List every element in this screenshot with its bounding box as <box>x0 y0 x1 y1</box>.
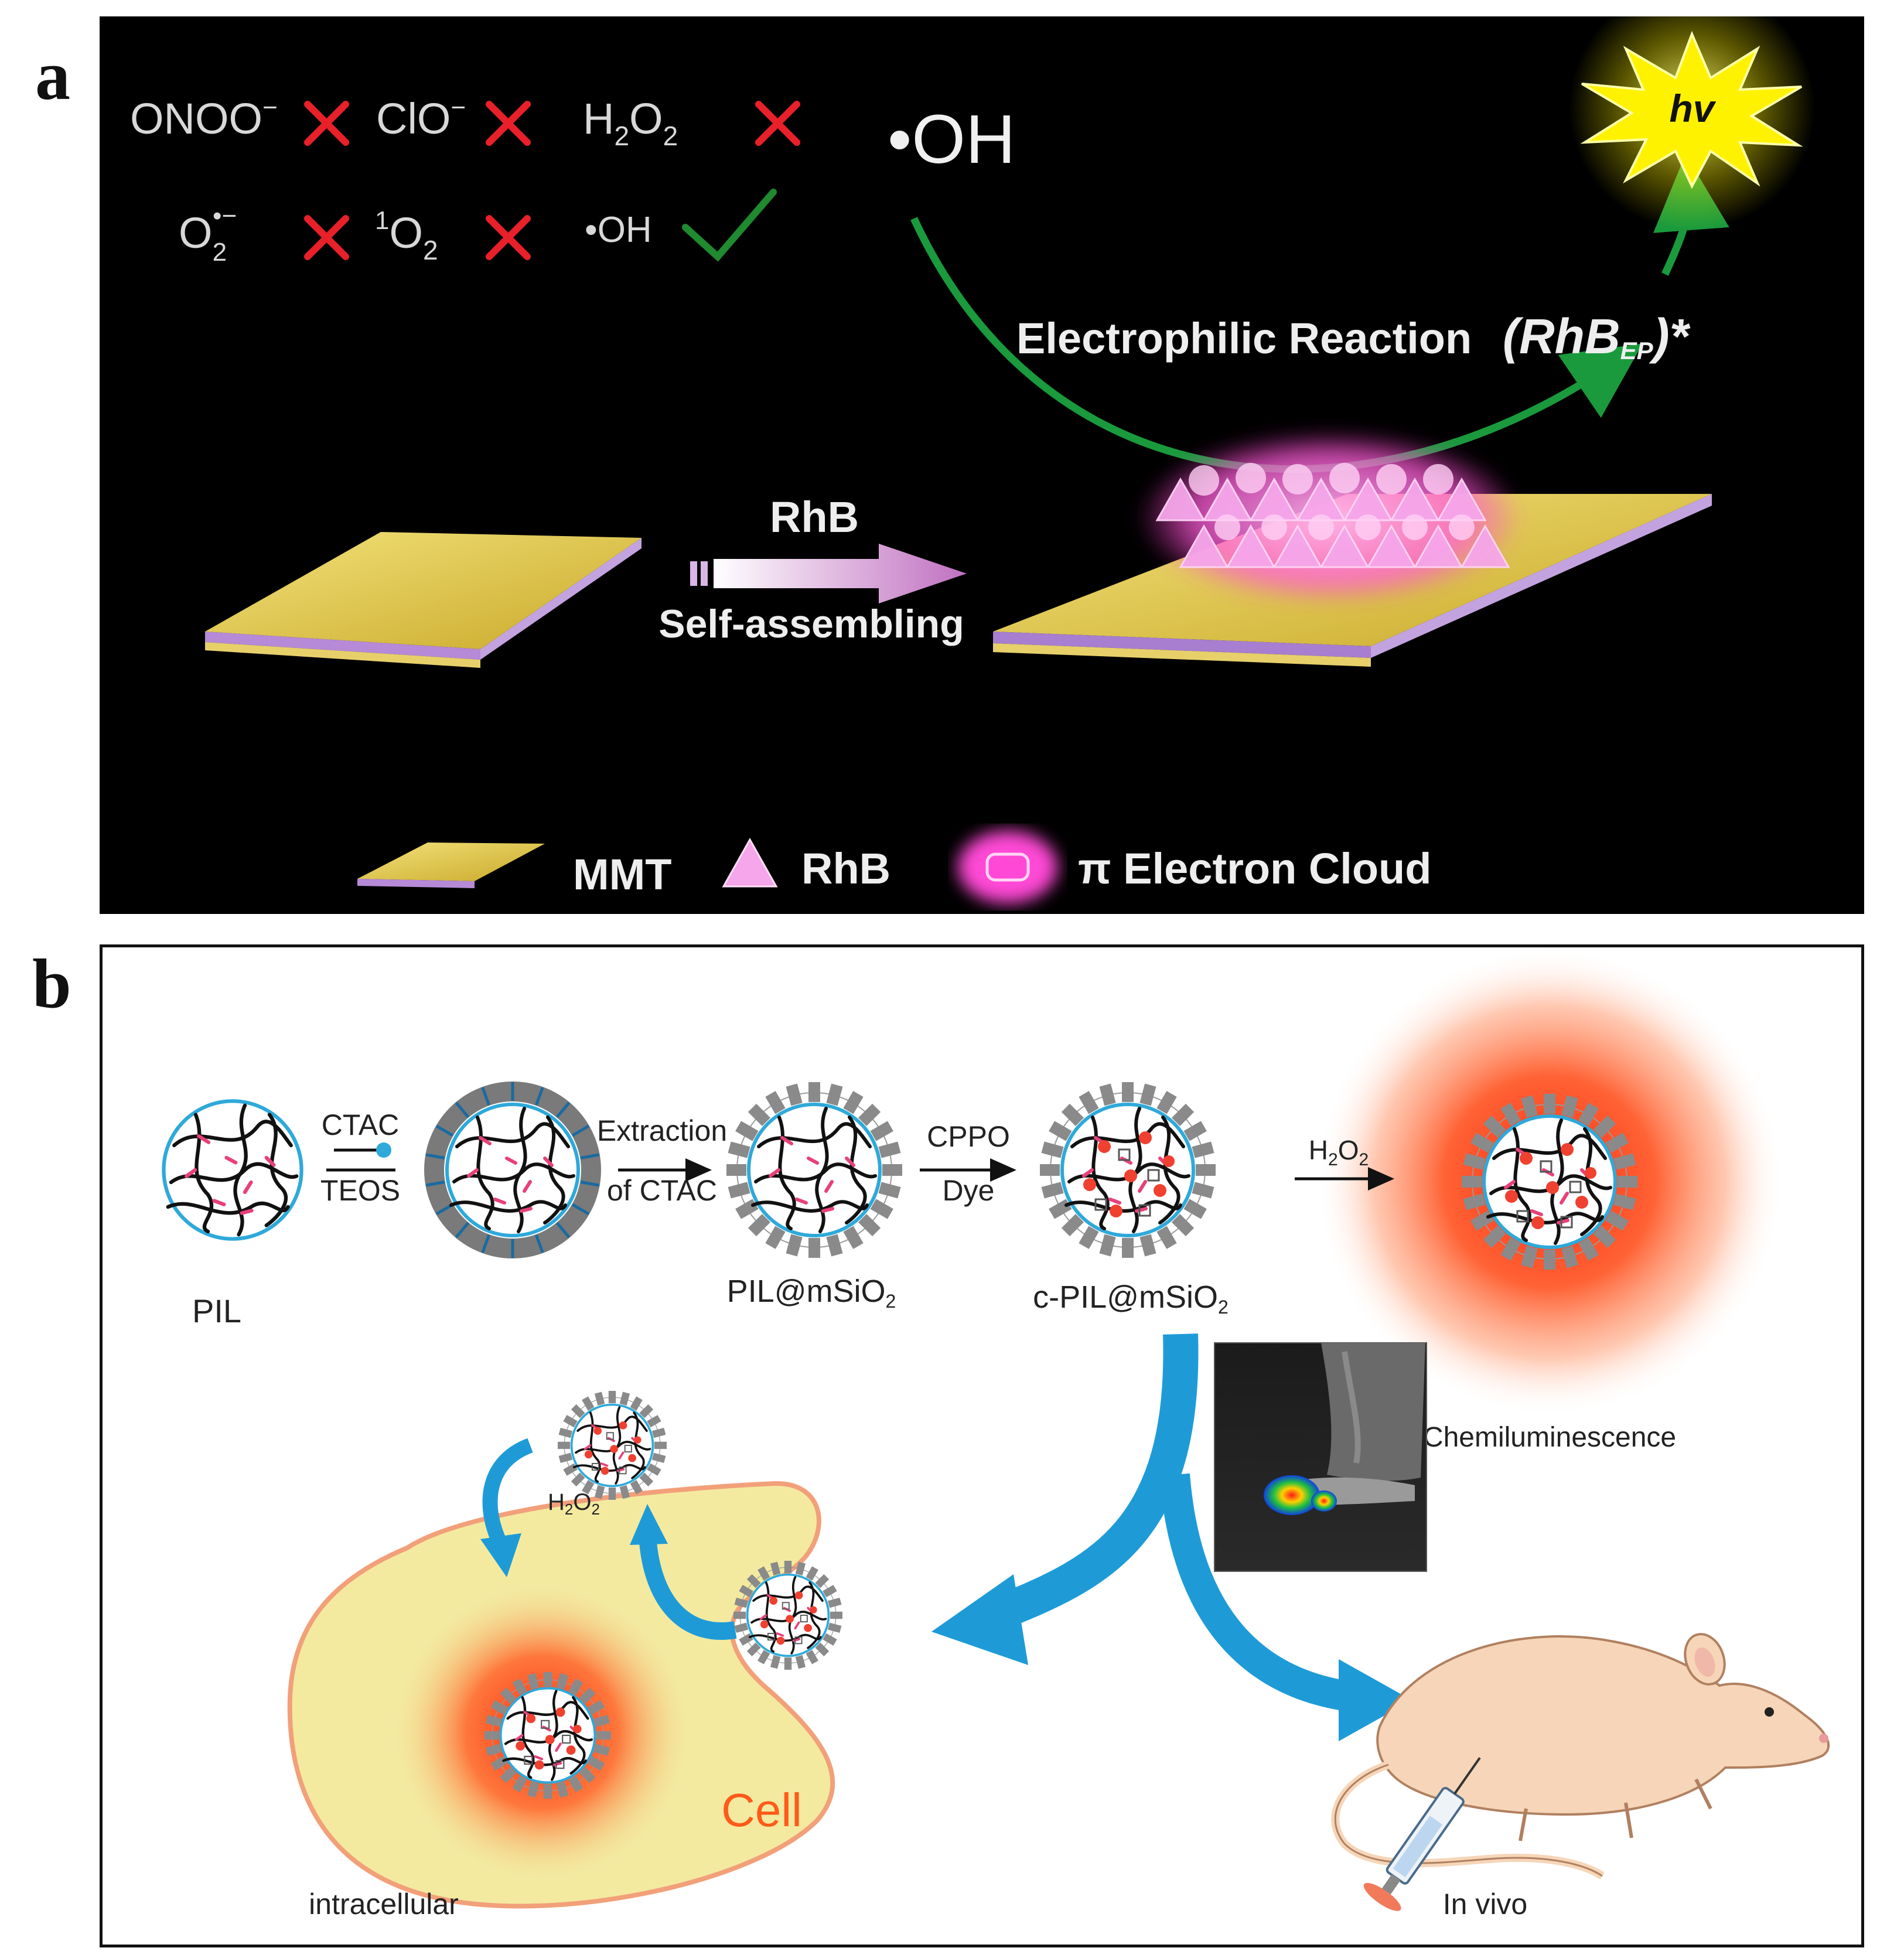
syringe-icon <box>1363 1757 1481 1911</box>
intracellular-label: intracellular <box>309 1888 459 1921</box>
species-hydroxyl: •OH <box>585 210 652 250</box>
cross-icon <box>486 101 531 146</box>
panel-b-scheme: CTAC TEOS Extraction of CTAC CPPO Dye H2… <box>100 944 1864 1947</box>
species-singlet-oxygen: 1O2 <box>375 206 438 265</box>
cross-icon <box>304 101 349 146</box>
extraction-label: Extraction <box>597 1114 727 1147</box>
pil-msio2-label: PIL@mSiO2 <box>727 1274 896 1312</box>
mouse-illustration <box>1331 1633 1830 1879</box>
mmt-slab-left <box>205 532 642 668</box>
ctac-label: CTAC <box>322 1108 399 1141</box>
species-onoo: ONOO− <box>130 93 278 143</box>
c-pil-msio2-particle <box>1039 1082 1216 1258</box>
species-superoxide: O2•− <box>179 202 237 267</box>
legend-mmt-label: MMT <box>573 850 672 899</box>
species-clo: ClO− <box>376 93 466 143</box>
svg-text:H2O2: H2O2 <box>583 94 678 151</box>
pil-label: PIL <box>192 1292 241 1329</box>
svg-text:ONOO−: ONOO− <box>130 93 278 143</box>
cell-h2o2-label: H2O2 <box>548 1489 600 1518</box>
electron-cloud-rhb-assembly <box>1137 429 1523 605</box>
legend-electron-cloud-icon <box>958 831 1057 903</box>
h2o2-reaction-arrow <box>482 1438 534 1548</box>
teos-label: TEOS <box>320 1174 400 1207</box>
svg-text:O2•−: O2•− <box>179 202 237 267</box>
cross-icon <box>304 215 349 260</box>
panel-a-svg: ONOO− ClO− H2O2 O2•− 1O2 •OH •OH Electro… <box>130 16 1815 903</box>
excited-rhb-label: (RhBEP)* <box>1503 309 1691 364</box>
chemiluminescence-label: Chemiluminescence <box>1423 1422 1676 1453</box>
pil-particle <box>163 1101 301 1239</box>
h2o2-label: H2O2 <box>1309 1135 1369 1169</box>
pil-msio2-particle <box>726 1082 903 1258</box>
panel-b-svg: CTAC TEOS Extraction of CTAC CPPO Dye H2… <box>103 947 1830 1921</box>
hv-label: hv <box>1669 87 1716 130</box>
legend-mmt-swatch <box>357 842 545 888</box>
particle-entering-cell <box>557 1390 667 1500</box>
legend-cloud-label: π Electron Cloud <box>1078 844 1431 893</box>
ctac-templated-particle <box>426 1082 599 1258</box>
self-assembling-arrow <box>690 544 967 603</box>
panel-b-letter: b <box>32 944 71 1022</box>
delivery-arrow-to-mouse-head <box>1339 1659 1412 1741</box>
particle-outside-cell <box>733 1560 843 1670</box>
legend-rhb-triangle-icon <box>722 837 778 888</box>
legend-rhb-label: RhB <box>801 844 890 893</box>
dye-label: Dye <box>943 1174 995 1207</box>
svg-text:(RhBEP)*: (RhBEP)* <box>1503 309 1691 364</box>
self-assembling-label: Self-assembling <box>658 602 964 646</box>
glowing-particle <box>1461 1093 1638 1270</box>
h2o2-reaction-arrow-head <box>480 1533 521 1577</box>
cross-icon <box>486 215 531 260</box>
cppo-label: CPPO <box>927 1120 1010 1153</box>
panel-a-letter: a <box>35 36 70 114</box>
species-h2o2: H2O2 <box>583 94 678 151</box>
particle-glowing-in-cell <box>484 1672 612 1799</box>
electrophilic-reaction-label: Electrophilic Reaction <box>1016 314 1472 363</box>
uptake-arrow-head <box>630 1504 668 1545</box>
of-ctac-label: of CTAC <box>607 1174 717 1207</box>
delivery-arrow-to-cell <box>987 1333 1199 1632</box>
step-arrow-ctac <box>326 1142 395 1172</box>
check-icon <box>682 189 777 262</box>
cell-label: Cell <box>721 1784 802 1836</box>
hydroxyl-radical-label: •OH <box>888 101 1015 178</box>
delivery-arrow-to-mouse <box>1159 1473 1359 1713</box>
uptake-arrow <box>639 1533 737 1640</box>
in-vivo-label: In vivo <box>1443 1888 1528 1921</box>
svg-text:1O2: 1O2 <box>375 206 438 265</box>
in-vivo-imaging-photo <box>1214 1342 1427 1572</box>
svg-text:ClO−: ClO− <box>376 93 466 143</box>
emission-starburst-icon: hv <box>1569 16 1815 230</box>
panel-a-scheme: ONOO− ClO− H2O2 O2•− 1O2 •OH •OH Electro… <box>100 16 1864 914</box>
rhb-arrow-label: RhB <box>770 493 859 541</box>
c-pil-msio2-label: c-PIL@mSiO2 <box>1033 1280 1229 1318</box>
delivery-arrow-to-cell-head <box>931 1574 1028 1665</box>
cross-icon <box>755 101 800 146</box>
